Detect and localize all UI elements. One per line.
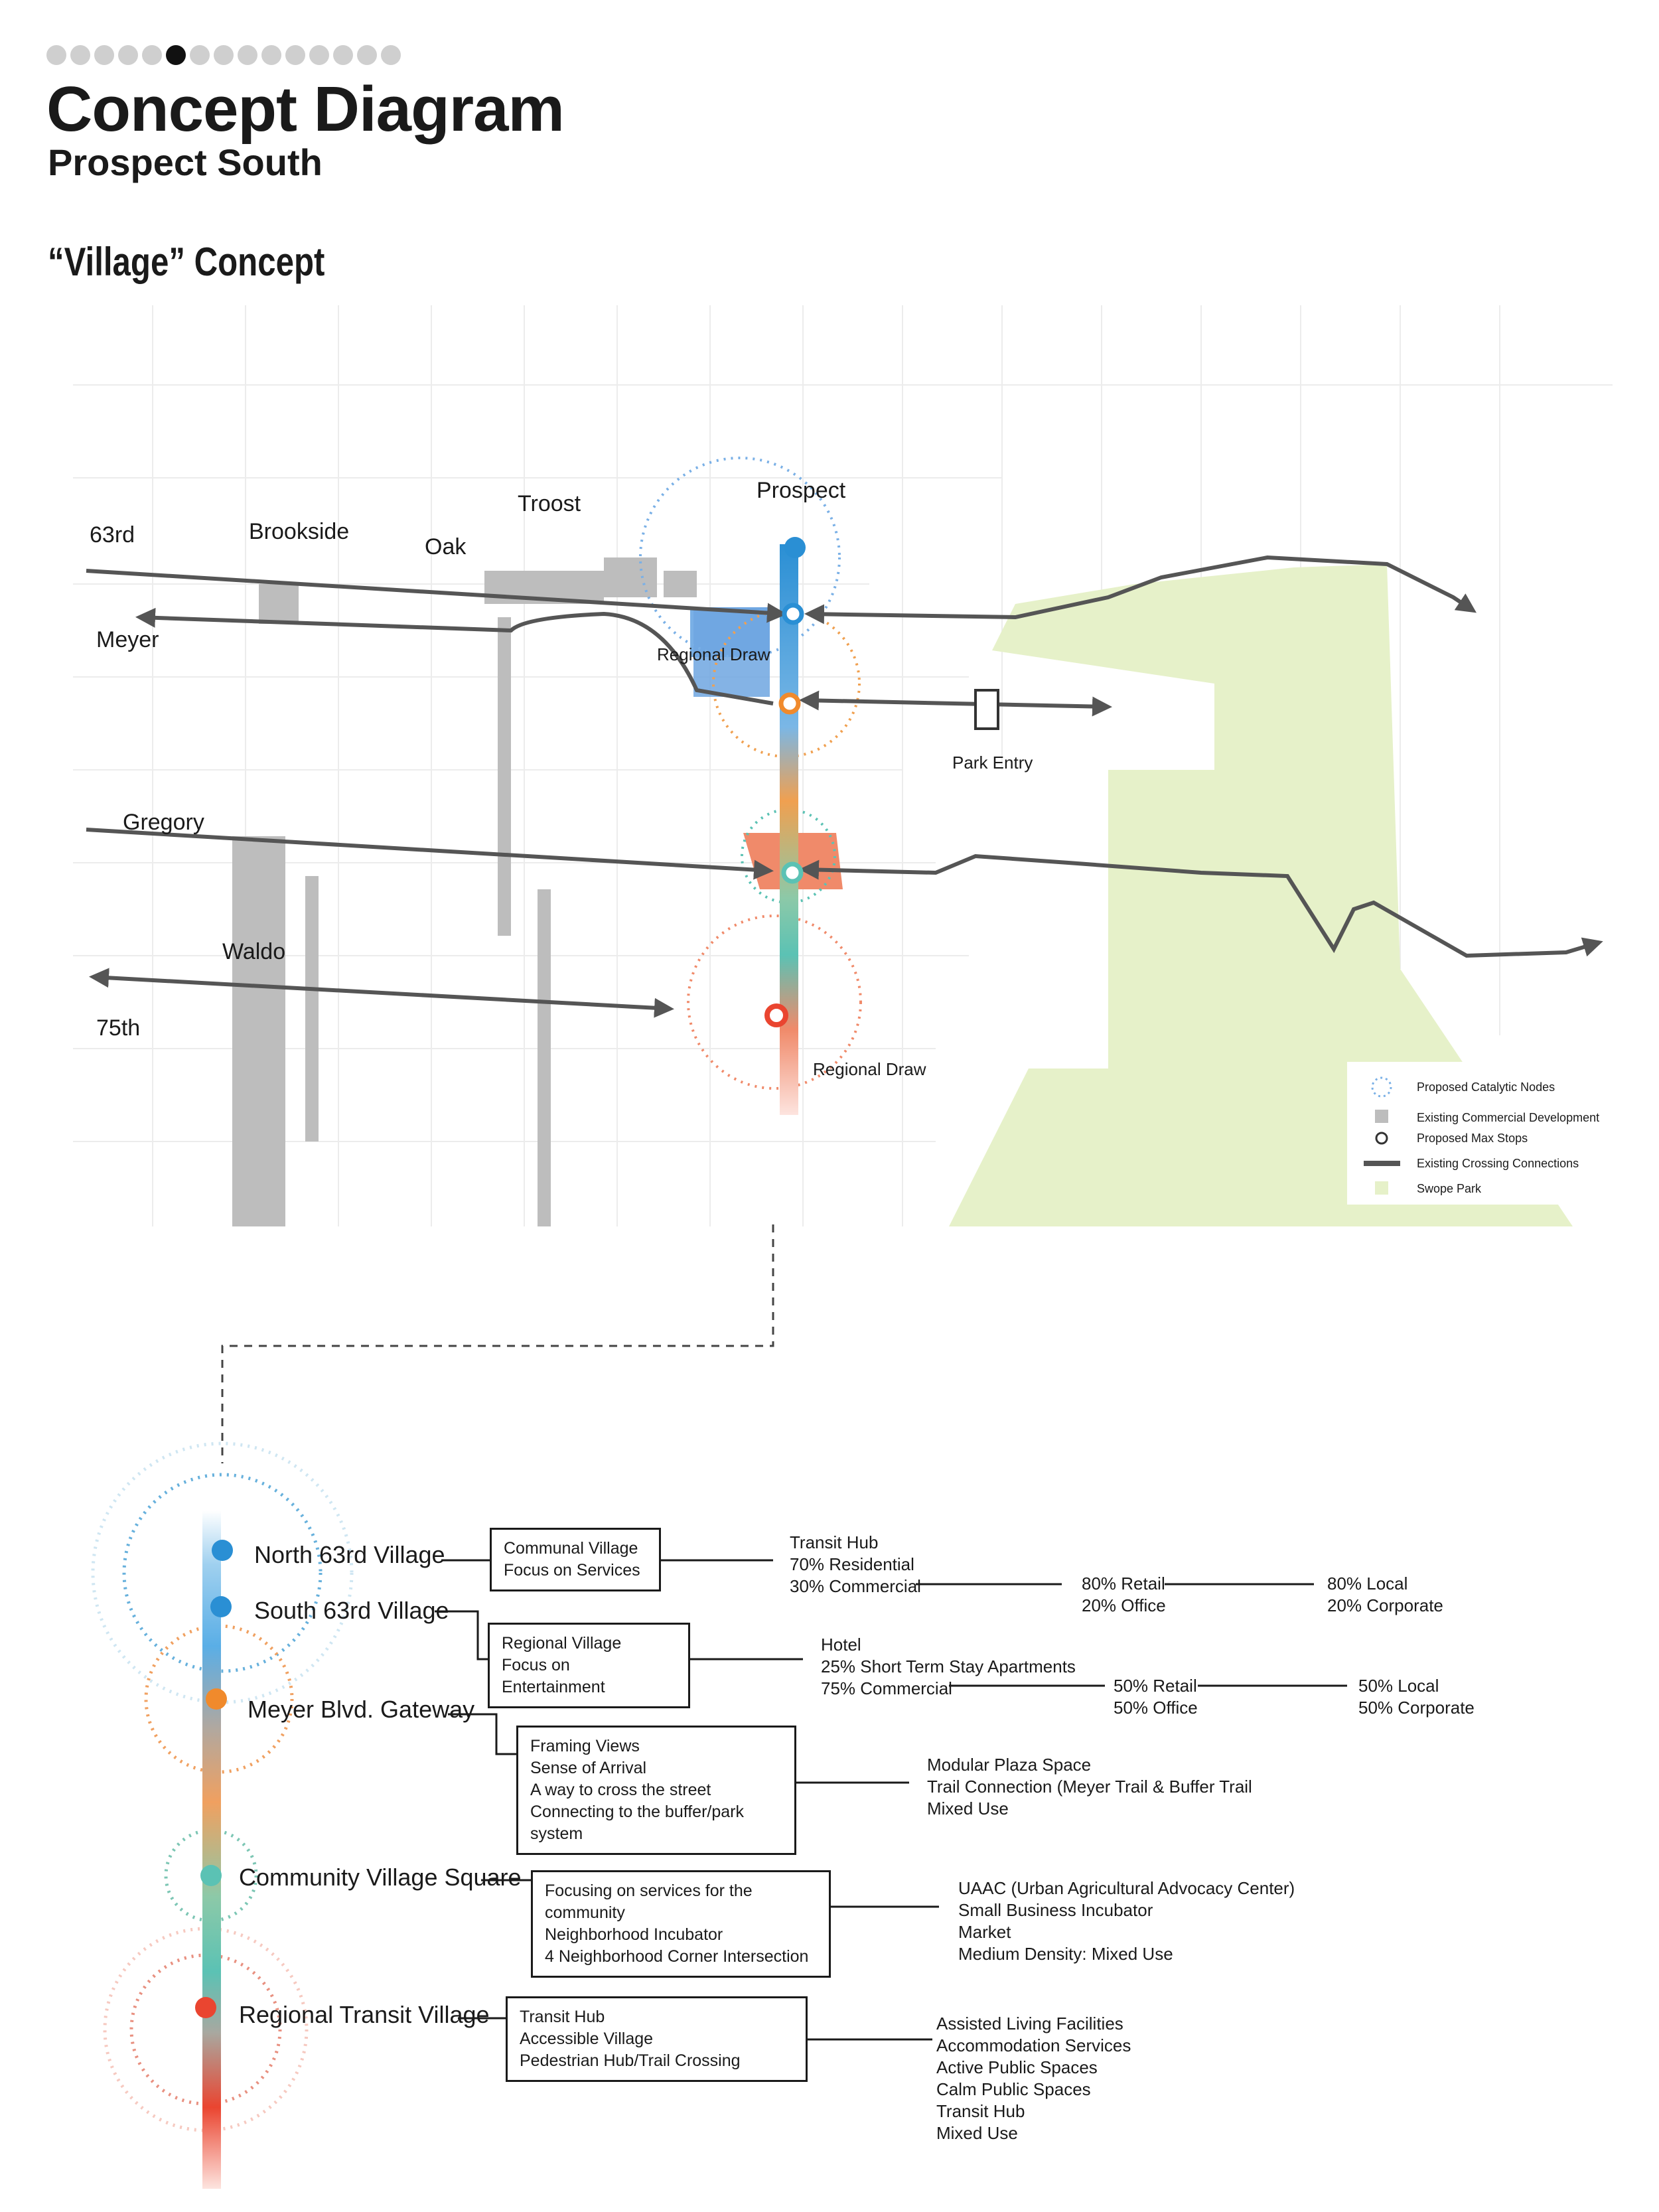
dot-meyer	[206, 1688, 227, 1710]
page-dot	[166, 45, 186, 65]
details-south-63rd: Hotel 25% Short Term Stay Apartments 75%…	[821, 1635, 1076, 1698]
village-name-regional-transit: Regional Transit Village	[239, 2001, 490, 2028]
dot-south-63rd	[210, 1596, 232, 1617]
page-title: Concept Diagram	[46, 74, 565, 145]
legend-commercial: Existing Commercial Development	[1417, 1111, 1599, 1124]
village-name-community-square: Community Village Square	[239, 1864, 522, 1891]
page-dot	[190, 45, 210, 65]
page-indicator	[46, 45, 401, 65]
stop-meyer	[778, 692, 801, 715]
map-to-diagram-connector	[221, 1224, 774, 1463]
split-dashes	[919, 1583, 1347, 1687]
details-north-63rd: Transit Hub 70% Residential 30% Commerci…	[790, 1532, 921, 1596]
label-prospect: Prospect	[757, 478, 846, 503]
label-63rd: 63rd	[90, 522, 135, 548]
label-brookside: Brookside	[249, 519, 349, 544]
page-dot	[214, 45, 234, 65]
label-oak: Oak	[425, 534, 467, 559]
regional-draw-north	[690, 607, 770, 697]
legend-stops-icon	[1375, 1132, 1388, 1145]
page-dot	[261, 45, 281, 65]
page-dot	[285, 45, 305, 65]
page-dot	[46, 45, 66, 65]
legend: Proposed Catalytic Nodes Existing Commer…	[1347, 1062, 1613, 1205]
details-regional-transit: Assisted Living Facilities Accommodation…	[936, 2014, 1131, 2143]
legend-park-icon	[1375, 1181, 1388, 1195]
street-grid	[73, 305, 1613, 1226]
commercial-development	[232, 557, 697, 1226]
village-name-south-63rd: South 63rd Village	[254, 1597, 449, 1624]
village-diagram	[91, 1441, 1347, 2189]
split2-south-63rd: 50% Local 50% Corporate	[1358, 1676, 1475, 1718]
max-stops	[764, 537, 806, 1027]
page-dot	[70, 45, 90, 65]
page-dot	[381, 45, 401, 65]
park-entry-gate	[974, 689, 999, 730]
ring-north-outer	[91, 1441, 354, 1704]
legend-commercial-icon	[1375, 1110, 1388, 1123]
street-labels: 63rd Meyer Gregory 75th Brookside Oak Tr…	[90, 478, 846, 1041]
label-park-entry: Park Entry	[952, 753, 1033, 773]
split2-north-63rd: 80% Local 20% Corporate	[1327, 1574, 1443, 1615]
ring-regional	[129, 1953, 282, 2106]
legend-park: Swope Park	[1417, 1182, 1482, 1195]
label-regional-draw-south: Regional Draw	[813, 1059, 926, 1079]
concept-map: 63rd Meyer Gregory 75th Brookside Oak Tr…	[73, 305, 1613, 1226]
dot-regional	[195, 1997, 216, 2018]
page-dot	[238, 45, 257, 65]
stop-south-63rd	[782, 603, 804, 625]
village-name-north-63rd: North 63rd Village	[254, 1541, 445, 1568]
dot-community	[200, 1865, 222, 1886]
prospect-corridor	[780, 544, 798, 1115]
page-dot	[357, 45, 377, 65]
label-troost: Troost	[518, 491, 581, 516]
legend-stops: Proposed Max Stops	[1417, 1132, 1528, 1145]
label-meyer: Meyer	[96, 627, 159, 652]
page-dot	[309, 45, 329, 65]
page-subtitle: Prospect South	[48, 141, 323, 183]
catalytic-nodes	[639, 457, 862, 1090]
crossing-connections	[86, 555, 1603, 1018]
label-75th: 75th	[96, 1015, 140, 1041]
village-stem	[202, 1511, 221, 2189]
stop-community	[781, 861, 804, 884]
label-regional-draw-north: Regional Draw	[657, 644, 770, 664]
split1-north-63rd: 80% Retail 20% Office	[1082, 1574, 1166, 1615]
legend-crossing: Existing Crossing Connections	[1417, 1157, 1579, 1170]
dot-north-63rd	[212, 1540, 233, 1561]
village-name-meyer-gateway: Meyer Blvd. Gateway	[248, 1696, 475, 1723]
page-dot	[118, 45, 138, 65]
page-dot	[333, 45, 353, 65]
details-community-square: UAAC (Urban Agricultural Advocacy Center…	[958, 1878, 1295, 1964]
stop-north-63rd	[784, 537, 806, 558]
split1-south-63rd: 50% Retail 50% Office	[1114, 1676, 1198, 1718]
ring-north	[122, 1473, 323, 1673]
legend-catalytic-icon	[1371, 1076, 1392, 1098]
label-waldo: Waldo	[222, 939, 285, 964]
page-dot	[94, 45, 114, 65]
label-gregory: Gregory	[123, 810, 204, 835]
details-meyer-gateway: Modular Plaza Space Trail Connection (Me…	[927, 1755, 1252, 1818]
concept-title: “Village” Concept	[48, 240, 325, 284]
page-dot	[142, 45, 162, 65]
stop-regional	[764, 1003, 788, 1027]
legend-catalytic: Proposed Catalytic Nodes	[1417, 1080, 1555, 1094]
